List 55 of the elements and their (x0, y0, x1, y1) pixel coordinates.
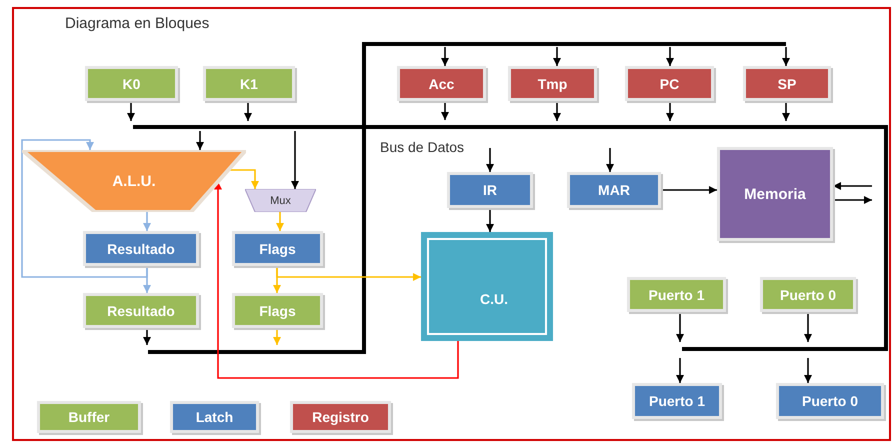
bus-label: Bus de Datos (380, 139, 464, 155)
arrow (676, 358, 684, 383)
arrow (228, 169, 259, 189)
arrow (273, 328, 281, 345)
arrow (276, 266, 421, 281)
latch-box: IR (447, 172, 533, 208)
arrow (833, 182, 872, 190)
arrow (143, 328, 151, 345)
control-unit-box: C.U. (421, 232, 553, 341)
legend-key: Buffer (37, 401, 141, 433)
legend-key: Registro (290, 401, 391, 433)
register-box: Acc (397, 66, 486, 101)
arrow (441, 47, 449, 66)
arrow (553, 101, 561, 121)
latch-box: MAR (567, 172, 661, 208)
arrow (21, 139, 148, 278)
arrow (782, 47, 790, 66)
arrow (666, 47, 674, 66)
latch-box: Resultado (83, 231, 199, 266)
buffer-box: Puerto 1 (627, 277, 726, 312)
alu-trapezoid: A.L.U. (22, 150, 246, 212)
buffer-box: Resultado (83, 293, 199, 328)
buffer-box: K0 (85, 66, 178, 101)
arrow (676, 312, 684, 342)
buffer-box: Flags (232, 293, 323, 328)
arrow (486, 208, 494, 232)
arrow (553, 47, 561, 66)
arrow (244, 101, 252, 121)
latch-box: Puerto 1 (632, 383, 722, 419)
latch-box: Puerto 0 (776, 383, 884, 419)
legend-key: Latch (170, 401, 259, 433)
buffer-box: K1 (203, 66, 295, 101)
register-box: PC (625, 66, 714, 101)
memory-box: Memoria (717, 147, 833, 241)
arrow (214, 182, 459, 379)
arrow (196, 131, 204, 150)
latch-box: Flags (232, 231, 323, 266)
arrow (291, 131, 299, 189)
mux-trapezoid: Mux (245, 189, 316, 212)
arrow (441, 101, 449, 120)
diagram-title: Diagrama en Bloques (65, 15, 210, 32)
arrow (486, 148, 494, 172)
arrow (127, 101, 135, 121)
arrow (833, 196, 872, 204)
arrow (782, 101, 790, 121)
register-box: Tmp (508, 66, 597, 101)
arrow (661, 186, 717, 194)
arrow (804, 358, 812, 383)
arrow (276, 212, 284, 231)
register-box: SP (743, 66, 831, 101)
arrow (606, 148, 614, 172)
arrow (143, 212, 151, 231)
buffer-box: Puerto 0 (760, 277, 856, 312)
arrow (804, 312, 812, 342)
arrow (666, 101, 674, 121)
